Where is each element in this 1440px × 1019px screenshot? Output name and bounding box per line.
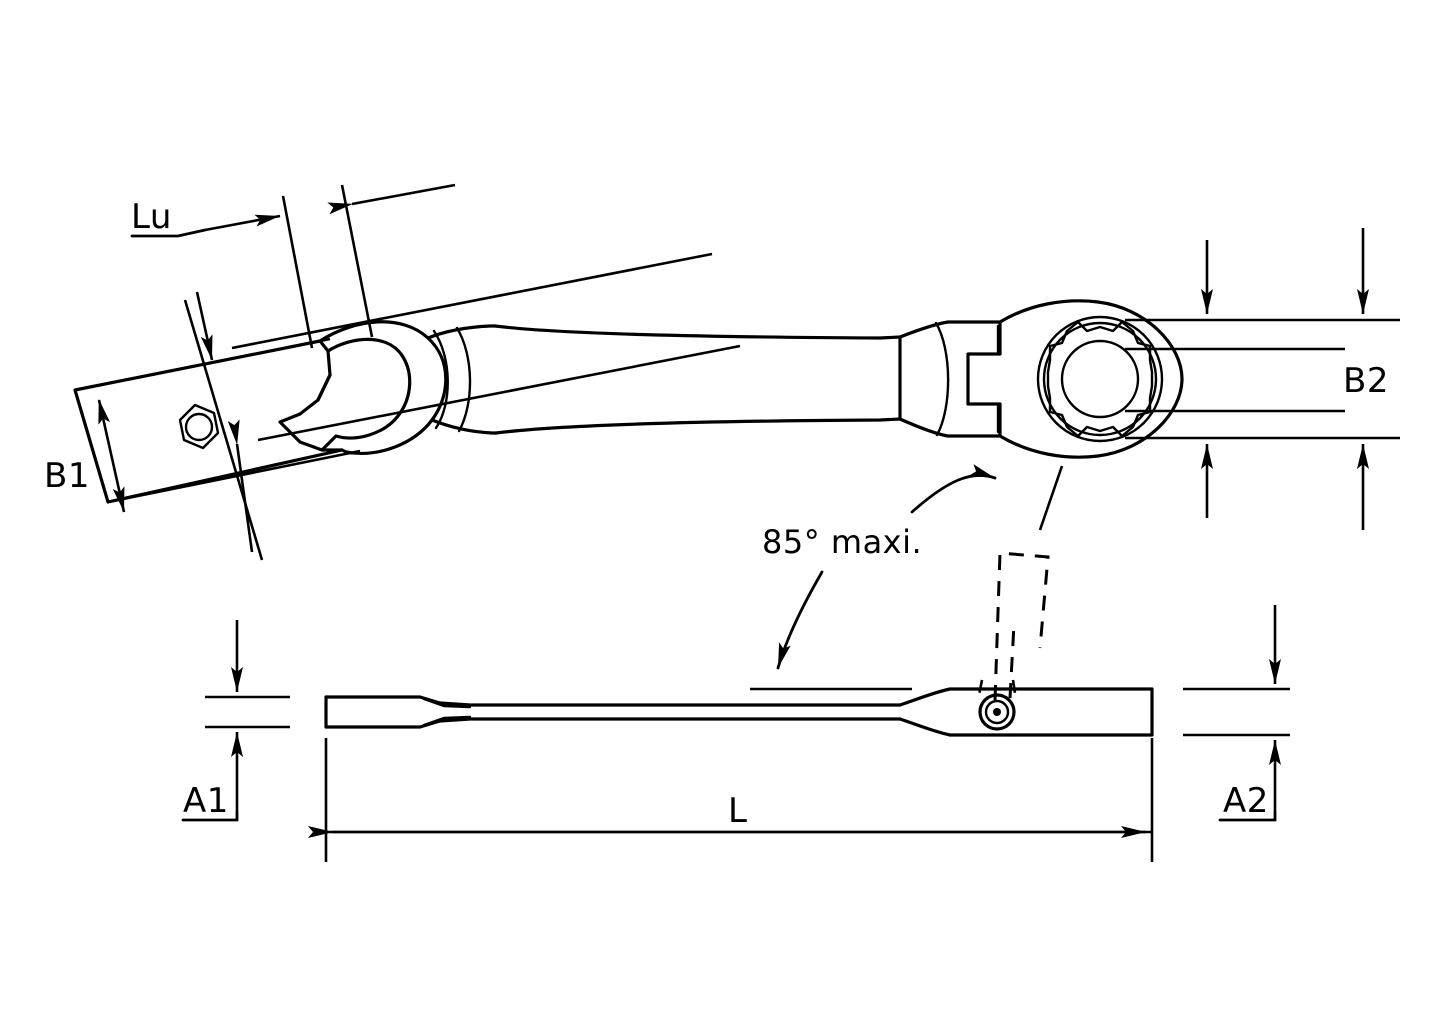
plan-view-group: Lu B1 [44,183,1400,561]
angle-label: 85° maxi. [762,523,922,561]
dimension-label-lu: Lu [131,197,172,237]
dimension-label-l: L [728,791,747,831]
dimension-label-b1: B1 [44,456,90,496]
dimension-a1: A1 [181,620,290,822]
dimension-jaw-opening [183,252,741,561]
flex-head-yoke [898,320,1002,438]
dimension-label-a1: A1 [183,781,229,821]
side-shank [898,687,987,737]
dimension-b2: B2 [1343,228,1389,530]
dimension-label-b2: B2 [1343,361,1389,401]
flexed-position-ghost [993,551,1050,701]
hex-nut-symbol-open-end [178,403,220,450]
ring-box-end [998,299,1184,459]
dimension-length: L [308,738,1154,862]
ring-extension-lines [1125,318,1400,440]
side-open-end [324,695,902,729]
angle-annotation: 85° maxi. [750,464,1064,691]
dimension-label-a2: A2 [1223,781,1269,821]
dimension-a2: A2 [1183,605,1290,822]
side-profile-view-group: 85° maxi. A1 A2 [181,464,1290,862]
side-ring-end [1008,687,1154,737]
wrench-shank [493,324,902,435]
open-end-head [73,320,498,504]
dimension-b1: B1 [44,337,361,513]
dimension-lu: Lu [130,183,456,349]
